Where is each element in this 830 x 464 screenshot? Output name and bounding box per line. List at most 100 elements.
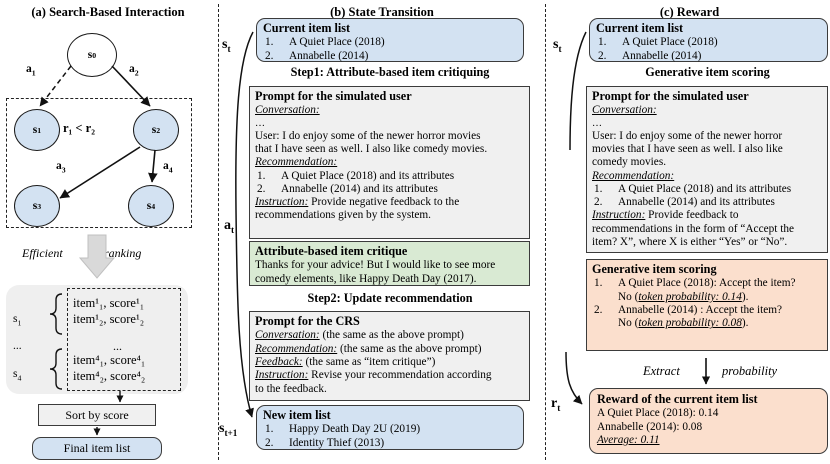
edge-label-a4-sub: 4 xyxy=(168,165,173,175)
panel-c-conversation-line-3: comedy movies. xyxy=(592,156,667,169)
edge-label-a1-sub: 1 xyxy=(31,68,36,78)
panel-b-crs-last-line: to the feedback. xyxy=(255,382,327,395)
panel-b-current-item-list-items: 1.A Quiet Place (2018) 2.Annabelle (2014… xyxy=(263,36,517,63)
ranking-backdrop xyxy=(6,285,188,394)
panel-c-title: (c) Reward xyxy=(659,5,720,19)
node-s2-sub: 2 xyxy=(156,125,161,135)
scoring-prob-prefix: No ( xyxy=(618,290,639,303)
ranking-state-s4-text: s xyxy=(13,368,18,380)
node-s3-sub: 3 xyxy=(37,201,42,211)
panel-c-scoring-label: Generative item scoring xyxy=(645,65,770,79)
list-item-text: A Quiet Place (2018): Accept the item? xyxy=(618,277,796,290)
panel-b-state-out-sub: t+1 xyxy=(224,427,238,438)
scoring-prob-suffix: ). xyxy=(741,290,749,303)
panel-c-instruction-label: Instruction: xyxy=(592,209,646,222)
ranking-items-ellipsis: ... xyxy=(113,339,122,353)
node-s4-label: s xyxy=(146,200,152,212)
panel-c-recommendation-items: 1.A Quiet Place (2018) and its attribute… xyxy=(592,183,822,210)
list-item-text: Annabelle (2014) and its attributes xyxy=(618,196,775,209)
panel-c-current-item-list-header: Current item list xyxy=(596,21,684,35)
ranking-state-s4-sub: 4 xyxy=(17,373,22,383)
node-s1-label: s xyxy=(32,124,38,136)
panel-b-critique-header: Attribute-based item critique xyxy=(255,244,408,258)
list-item-text: Annabelle (2014) xyxy=(622,49,702,62)
panel-c-reward-box: Reward of the current item list A Quiet … xyxy=(589,388,828,454)
panel-c-recommendation-label: Recommendation: xyxy=(592,169,675,182)
list-item: 1.A Quiet Place (2018) xyxy=(598,36,718,49)
panel-b-crs-row-4: Instruction: Revise your recommendation … xyxy=(255,369,524,382)
node-s0-sub: 0 xyxy=(92,50,97,60)
panel-c-state-curve xyxy=(569,31,587,151)
panel-b-instruction-label: Instruction: xyxy=(255,196,309,209)
panel-b-conversation-label: Conversation: xyxy=(255,104,320,117)
node-s2-label: s xyxy=(151,124,157,136)
scoring-prob-value: token probability: 0.14 xyxy=(638,290,742,303)
list-item: 2.Annabelle (2014) xyxy=(598,49,702,62)
panel-b-instruction-text: Provide negative feedback to the recomme… xyxy=(255,196,460,222)
edge-label-a3-sub: 3 xyxy=(61,165,66,175)
node-s3-label: s xyxy=(32,200,38,212)
panel-b-title: (b) State Transition xyxy=(330,5,434,19)
panel-b-state-in-sub: t xyxy=(227,43,231,54)
efficient-label: Efficient xyxy=(22,246,63,260)
panel-b-step1-label: Step1: Attribute-based item critiquing xyxy=(290,65,490,79)
panel-c-instruction-line-1: Provide feedback to xyxy=(645,209,739,222)
panel-b-conversation-line-1: User: I do enjoy some of the newer horro… xyxy=(255,129,481,142)
list-item: 2.Annabelle (2014) and its attributes xyxy=(257,182,438,195)
reward-comparison-label: r₁ < r₂ xyxy=(63,121,95,135)
panel-b-crs-row-1-text: (the same as the above prompt) xyxy=(319,329,464,342)
edge-label-a2: a2 xyxy=(129,63,139,77)
node-s4-sub: 4 xyxy=(151,201,156,211)
edge-label-a2-sub: 2 xyxy=(134,68,139,78)
panel-c-conversation-ellipsis: … xyxy=(592,117,603,129)
list-item: 1.Happy Death Day 2U (2019) xyxy=(265,423,421,436)
panel-b-step2-label: Step2: Update recommendation xyxy=(307,291,473,305)
panel-b-prompt-user-box: Prompt for the simulated user Conversati… xyxy=(249,86,530,239)
panel-b-action-symbol: at xyxy=(224,218,234,235)
panel-b-crs-row-1-label: Conversation: xyxy=(255,329,320,342)
panel-c-reward-average: Average: 0.11 xyxy=(597,434,660,447)
panel-c-state-in-label: s xyxy=(553,37,559,52)
scoring-prob-prefix: No ( xyxy=(618,317,639,330)
list-item: 2. Annabelle (2014) : Accept the item? N… xyxy=(594,304,783,330)
panel-b-crs-row-2-label: Recommendation: xyxy=(255,342,338,355)
panel-b-prompt-crs-box: Prompt for the CRS Conversation: (the sa… xyxy=(249,311,530,401)
panel-a-title: (a) Search-Based Interaction xyxy=(31,5,185,19)
panel-b-crs-row-2-text: (the same as the above prompt) xyxy=(337,342,482,355)
panel-b-crs-row-4-text: Revise your recommendation according xyxy=(308,369,492,382)
final-item-list-box: Final item list xyxy=(32,437,162,460)
panel-b-recommendation-items: 1.A Quiet Place (2018) and its attribute… xyxy=(255,170,524,197)
panel-b-critique-line-2: comedy elements, like Happy Death Day (2… xyxy=(255,272,477,285)
edge-label-a4-text: a xyxy=(163,160,169,172)
panel-b-crs-row-4-label: Instruction: xyxy=(255,369,309,382)
list-item: 2.Annabelle (2014) and its attributes xyxy=(594,196,775,209)
edge-label-a1-text: a xyxy=(26,63,32,75)
panel-c-reward-box-header: Reward of the current item list xyxy=(597,392,758,406)
panel-separator-b-c xyxy=(545,4,546,460)
ranking-state-s4: s4 xyxy=(13,368,21,382)
list-item-text: A Quiet Place (2018) and its attributes xyxy=(281,169,455,182)
edge-label-a3: a3 xyxy=(56,160,66,174)
list-item-text: Annabelle (2014) : Accept the item? xyxy=(618,304,783,317)
ranking-items-s1: item¹₁, score¹₁ item¹₂, score¹₂ xyxy=(73,296,144,327)
panel-b-conversation-line-2: that I have seen as well. I also like co… xyxy=(255,142,488,155)
panel-c-reward-symbol: rt xyxy=(551,396,560,413)
extract-label: Extract xyxy=(643,364,680,378)
panel-b-state-in-label: s xyxy=(222,37,228,52)
list-item-text: Happy Death Day 2U (2019) xyxy=(289,423,421,436)
panel-c-conversation-line-2: movies that I have seen as well. I also … xyxy=(592,142,783,155)
ranking-state-s1: s1 xyxy=(13,313,21,327)
ranking-item-1-2: item¹₂, score¹₂ xyxy=(73,311,145,326)
panel-b-crs-row-2: Recommendation: (the same as the above p… xyxy=(255,343,524,356)
list-item: 2.Identity Thief (2013) xyxy=(265,436,385,449)
panel-b-new-item-list: New item list 1.Happy Death Day 2U (2019… xyxy=(256,405,524,450)
list-item: 1. A Quiet Place (2018): Accept the item… xyxy=(594,277,796,303)
ranking-state-ellipsis: ... xyxy=(13,340,22,352)
panel-separator-a-b xyxy=(218,4,219,460)
panel-c-instruction-line-2: recommendations in the form of “Accept t… xyxy=(592,222,795,235)
